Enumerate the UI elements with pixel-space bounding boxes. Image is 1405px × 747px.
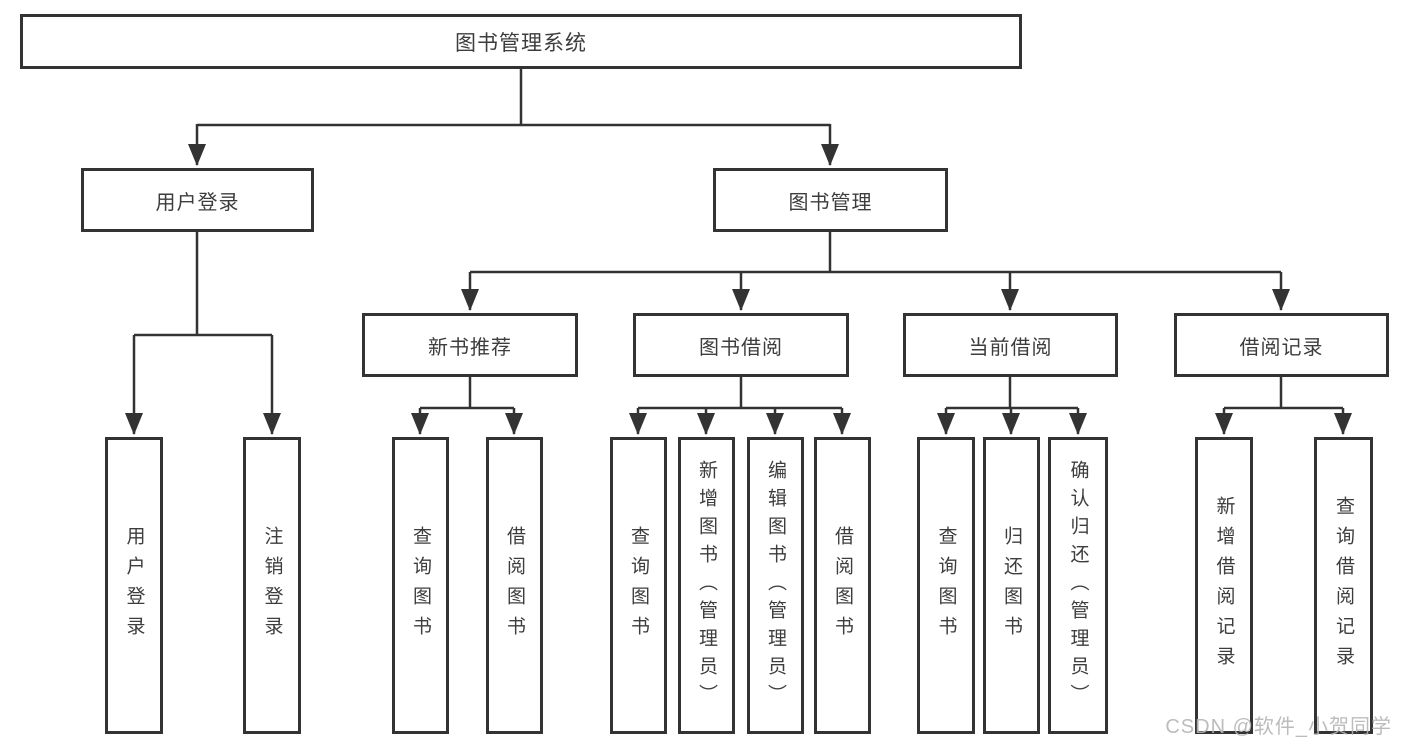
leaf-query-books-1-label: 查询图书 <box>410 525 431 646</box>
leaf-borrow-books-2-label: 借阅图书 <box>832 525 853 646</box>
leaf-logout: 注销登录 <box>243 437 301 734</box>
leaf-borrow-books-2: 借阅图书 <box>814 437 871 734</box>
leaf-query-books-2: 查询图书 <box>610 437 667 734</box>
node-book-management: 图书管理 <box>713 168 948 232</box>
node-user-login: 用户登录 <box>81 168 314 232</box>
leaf-query-books-3-label: 查询图书 <box>935 525 957 646</box>
leaf-logout-label: 注销登录 <box>261 525 283 646</box>
leaf-borrow-books-1-label: 借阅图书 <box>504 525 525 646</box>
leaf-query-borrow-record: 查询借阅记录 <box>1314 437 1373 734</box>
leaf-user-login-label: 用户登录 <box>123 525 145 646</box>
leaf-user-login: 用户登录 <box>105 437 163 734</box>
leaf-query-books-1: 查询图书 <box>392 437 449 734</box>
leaf-return-books: 归还图书 <box>983 437 1040 734</box>
node-borrowing-records: 借阅记录 <box>1174 313 1389 377</box>
leaf-confirm-return-admin-label: 确认归还（管理员） <box>1067 459 1089 712</box>
csdn-watermark: CSDN @软件_小贺同学 <box>1165 716 1392 738</box>
leaf-confirm-return-admin: 确认归还（管理员） <box>1048 437 1108 734</box>
leaf-borrow-books-1: 借阅图书 <box>486 437 543 734</box>
leaf-edit-books-admin: 编辑图书（管理员） <box>747 437 804 734</box>
leaf-query-borrow-record-label: 查询借阅记录 <box>1333 495 1354 676</box>
leaf-return-books-label: 归还图书 <box>1001 525 1022 646</box>
node-new-book-recommend: 新书推荐 <box>362 313 578 377</box>
node-book-borrowing: 图书借阅 <box>633 313 849 377</box>
leaf-edit-books-admin-label: 编辑图书（管理员） <box>765 459 786 712</box>
leaf-add-borrow-record-label: 新增借阅记录 <box>1213 495 1235 676</box>
leaf-add-borrow-record: 新增借阅记录 <box>1195 437 1253 734</box>
leaf-add-books-admin: 新增图书（管理员） <box>678 437 735 734</box>
node-current-borrowing: 当前借阅 <box>903 313 1118 377</box>
leaf-add-books-admin-label: 新增图书（管理员） <box>696 459 717 712</box>
leaf-query-books-3: 查询图书 <box>917 437 975 734</box>
node-root: 图书管理系统 <box>20 14 1022 69</box>
leaf-query-books-2-label: 查询图书 <box>628 525 649 646</box>
